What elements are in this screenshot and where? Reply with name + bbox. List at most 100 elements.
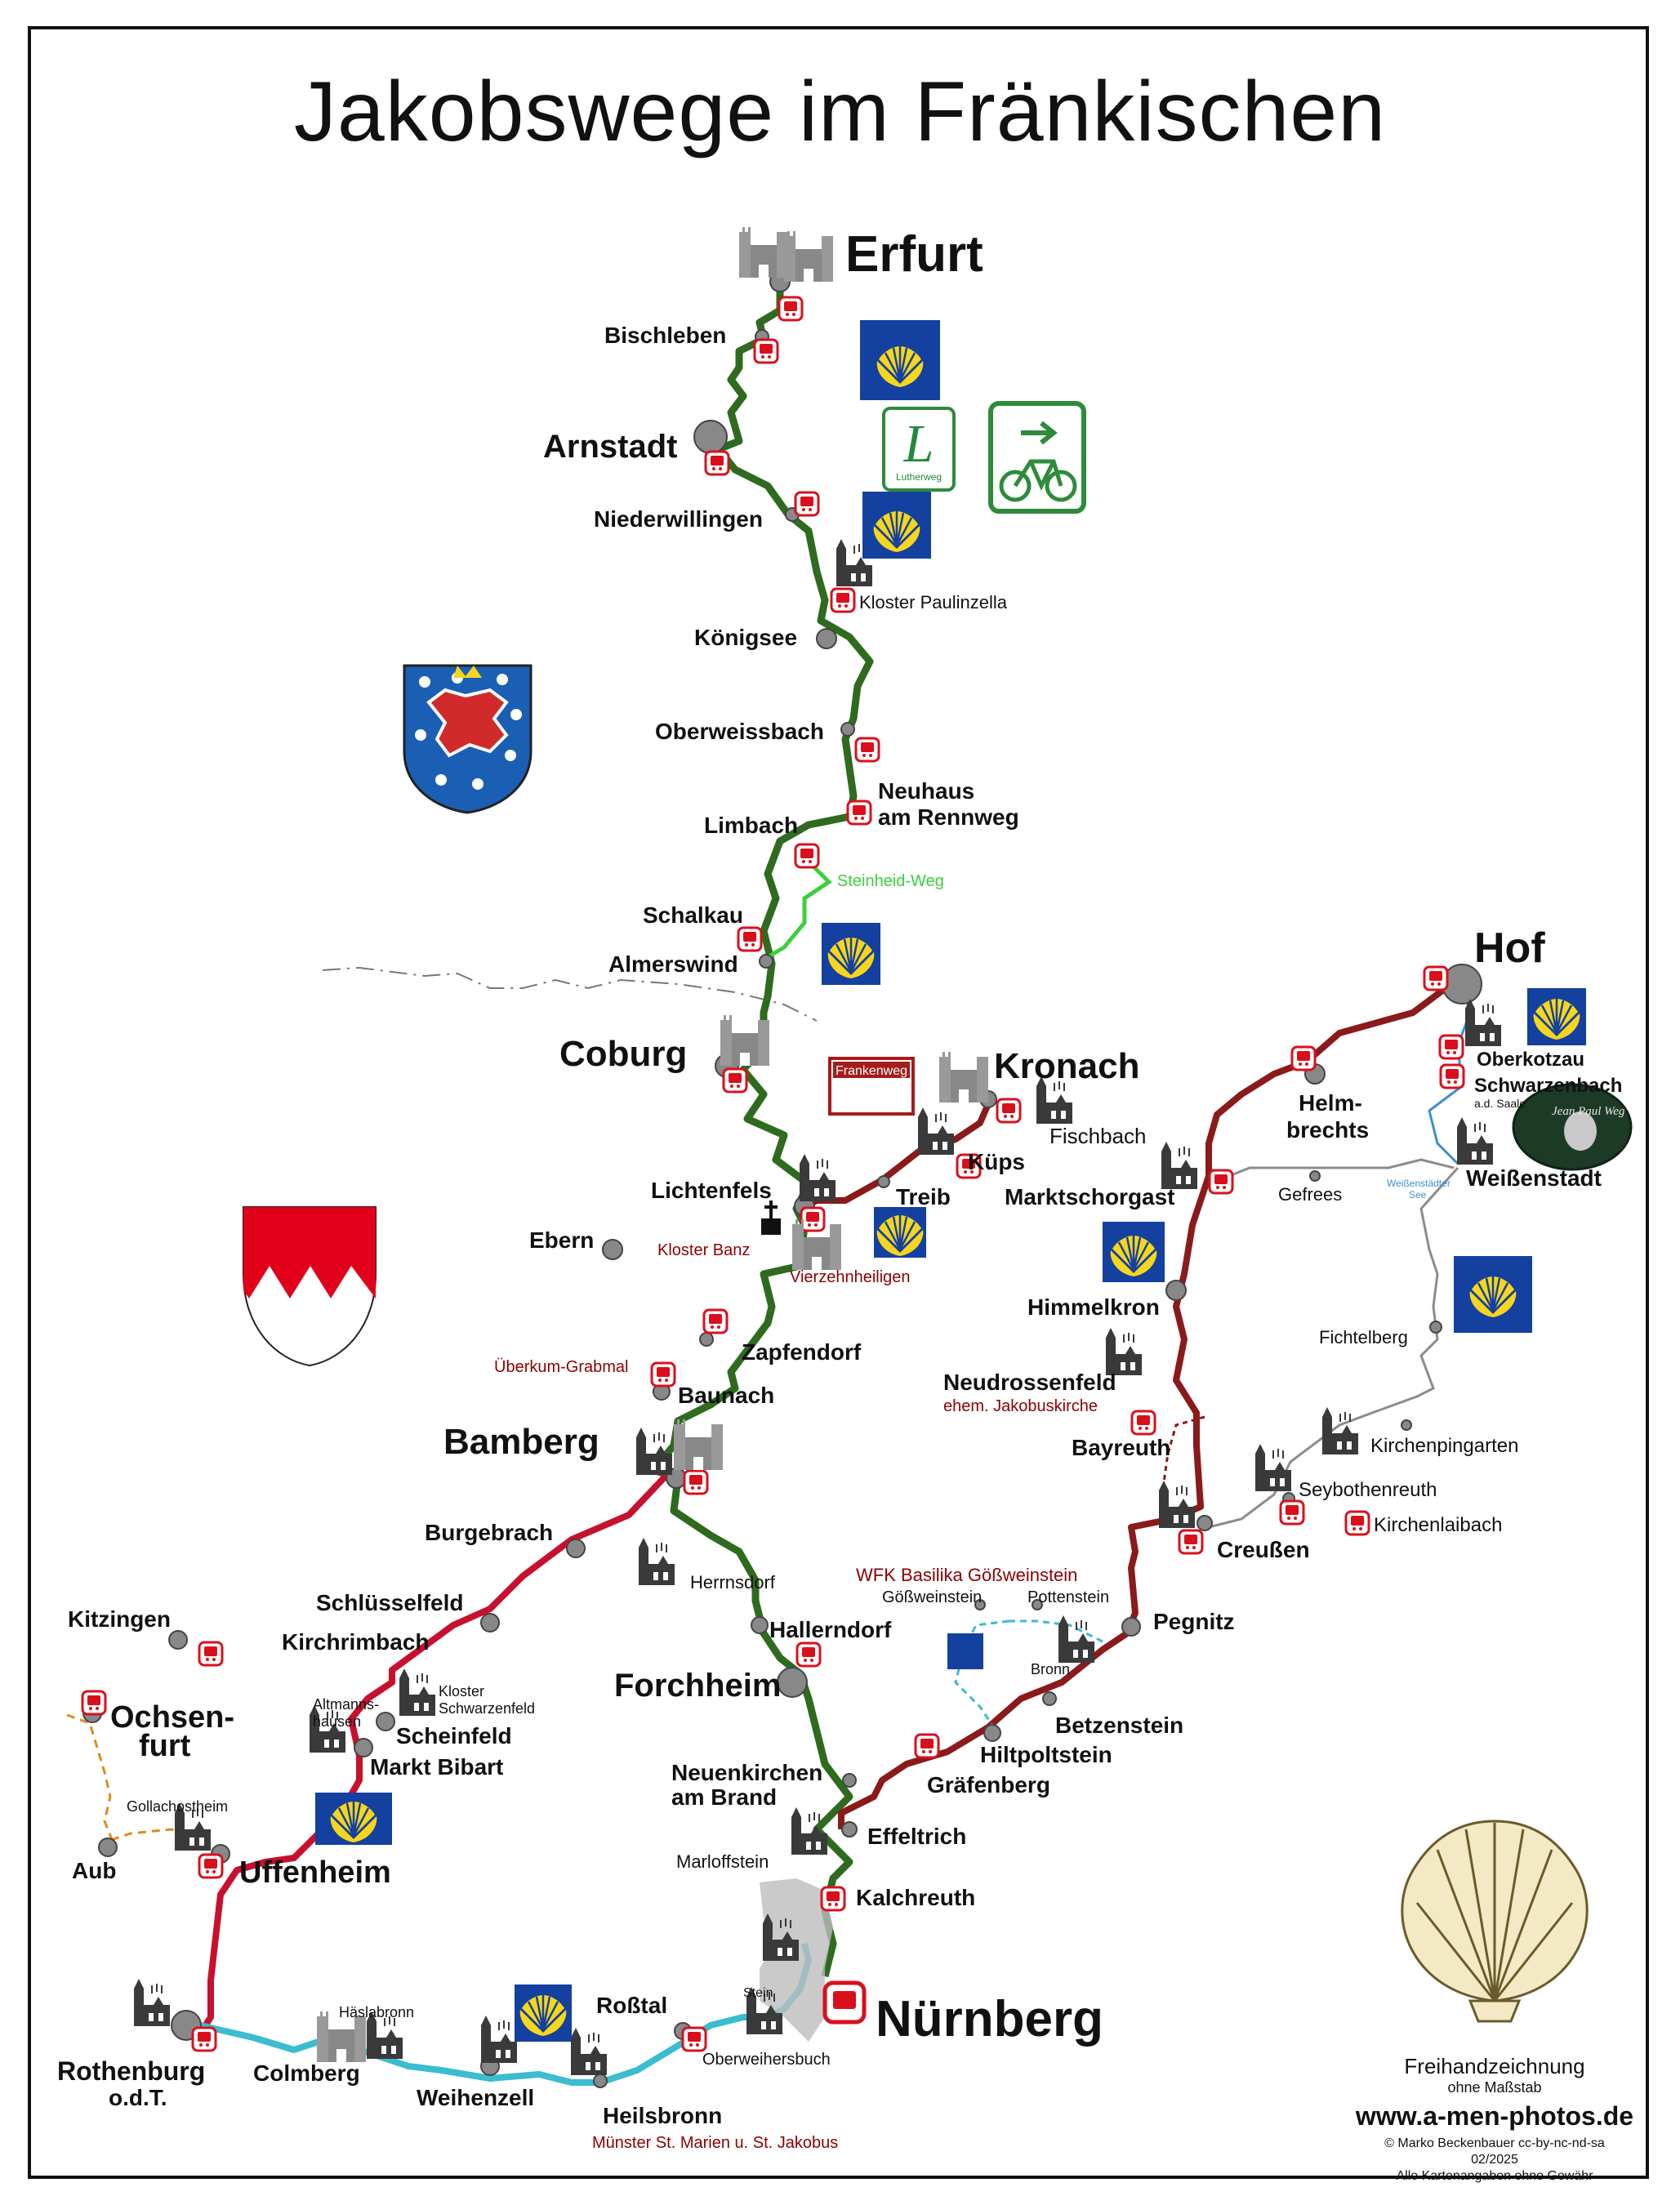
red-route-bamberg-rothenburg — [197, 1468, 674, 2036]
train-icon — [1423, 965, 1449, 991]
stop-hiltpoltstein — [983, 1724, 1001, 1742]
train-icon — [846, 800, 872, 826]
label-neuhaus-1: Neuhaus — [878, 778, 974, 804]
gefrees-route — [1208, 1158, 1455, 1186]
label-zapfendorf: Zapfendorf — [742, 1339, 862, 1365]
scallop-shell-drawing — [1401, 1820, 1589, 2023]
train-icon — [914, 1733, 940, 1759]
train-icon — [681, 2026, 707, 2052]
train-icon — [820, 1886, 846, 1912]
map-frame — [28, 26, 1649, 2179]
label-bronn: Bronn — [1031, 1661, 1070, 1677]
label-kueps: Küps — [968, 1149, 1025, 1174]
cross-icon — [764, 1200, 778, 1218]
train-icon — [778, 296, 804, 322]
credit-line2: ohne Maßstab — [1447, 2079, 1542, 2096]
label-kirchenpingarten: Kirchenpingarten — [1370, 1435, 1518, 1457]
shell-badges — [315, 320, 1586, 2042]
train-icon — [704, 450, 730, 476]
train-icon — [683, 1469, 709, 1495]
castle-icon — [784, 231, 833, 282]
credits-block: Freihandzeichnung ohne Maßstab www.a-men… — [1323, 2054, 1666, 2184]
castle-icon — [720, 1015, 769, 1066]
cross-icon — [761, 1218, 781, 1235]
label-hiltpoltstein: Hiltpoltstein — [980, 1742, 1112, 1767]
label-rothenburg-2: o.d.T. — [109, 2085, 167, 2110]
label-gollachostheim: Gollachostheim — [127, 1798, 228, 1815]
green-route-erfurt-nuernberg — [649, 278, 874, 1978]
label-oberweihersbuch: Oberweihersbuch — [702, 2051, 831, 2069]
train-icon — [795, 1642, 822, 1668]
label-oberweissbach: Oberweissbach — [655, 719, 824, 744]
label-pegnitz: Pegnitz — [1153, 1609, 1235, 1634]
church-icon — [1464, 998, 1502, 1047]
stop-kitzingen — [168, 1630, 188, 1650]
train-icon — [81, 1690, 107, 1716]
credit-line1: Freihandzeichnung — [1404, 2054, 1585, 2078]
stop-goessweinstein — [974, 1599, 986, 1610]
label-altmannshausen-2: hausen — [313, 1713, 361, 1730]
label-himmelkron: Himmelkron — [1027, 1294, 1160, 1320]
label-nuernberg: Nürnberg — [876, 1991, 1103, 2047]
stop-zapfendorf — [699, 1332, 714, 1347]
label-markt-bibart: Markt Bibart — [370, 1754, 503, 1780]
label-neuhaus-2: am Rennweg — [878, 804, 1019, 830]
label-neudrossenfeld: Neudrossenfeld — [943, 1370, 1116, 1395]
label-schluesselfeld: Schlüsselfeld — [316, 1590, 464, 1615]
label-baunach: Baunach — [678, 1383, 774, 1408]
label-bamberg: Bamberg — [443, 1422, 599, 1462]
church-icon — [399, 1668, 436, 1717]
label-niederwillingen: Niederwillingen — [594, 506, 763, 532]
label-koenigsee: Königsee — [694, 625, 797, 650]
svg-text:L: L — [903, 414, 934, 474]
label-marktschorgast: Marktschorgast — [1005, 1184, 1175, 1209]
label-kloster-paulinzella: Kloster Paulinzella — [859, 592, 1008, 612]
jean-paul-weg-badge: Jean Paul Weg — [1512, 1083, 1633, 1171]
label-herrnsdorf: Herrnsdorf — [690, 1572, 776, 1592]
label-kloster-schwarzenfeld-2: Schwarzenfeld — [439, 1700, 535, 1717]
label-neuenkirchen-2: am Brand — [671, 1784, 777, 1810]
label-kalchreuth: Kalchreuth — [856, 1885, 975, 1910]
label-graefenberg: Gräfenberg — [927, 1772, 1050, 1797]
train-icon — [794, 843, 820, 869]
label-creussen: Creußen — [1217, 1537, 1310, 1562]
darkred-route-hof-nuernberg — [838, 973, 1464, 1829]
shell-badge — [947, 1633, 983, 1669]
frankenweg-sign: Frankenweg — [828, 1057, 915, 1116]
label-burgebrach: Burgebrach — [425, 1520, 553, 1545]
stop-pegnitz — [1121, 1617, 1141, 1637]
credit-date: 02/2025 — [1471, 2153, 1518, 2167]
label-lichtenfels: Lichtenfels — [651, 1178, 772, 1203]
label-muenster: Münster St. Marien u. St. Jakobus — [592, 2134, 838, 2152]
stop-pottenstein — [1032, 1599, 1043, 1610]
steinheid-route — [762, 856, 832, 962]
label-schalkau: Schalkau — [643, 902, 743, 928]
label-ebern: Ebern — [529, 1227, 594, 1253]
church-icon — [1058, 1615, 1095, 1664]
church-icon — [480, 2015, 518, 2064]
label-kloster-banz: Kloster Banz — [657, 1241, 750, 1259]
castle-icon — [674, 1419, 723, 1470]
credit-url[interactable]: www.a-men-photos.de — [1355, 2101, 1634, 2131]
label-limbach: Limbach — [704, 813, 798, 838]
stop-fichtelberg — [1429, 1321, 1442, 1334]
stop-hallerndorf — [751, 1616, 769, 1634]
stop-heilsbronn — [593, 2074, 608, 2088]
label-kitzingen: Kitzingen — [68, 1606, 171, 1632]
train-icon — [996, 1098, 1022, 1124]
label-weihenzell: Weihenzell — [417, 2085, 534, 2110]
stop-arnstadt — [693, 420, 728, 454]
train-icon — [650, 1361, 676, 1388]
label-marloffstein: Marloffstein — [676, 1851, 769, 1872]
stop-creussen — [1196, 1515, 1213, 1531]
label-uffenheim: Uffenheim — [239, 1855, 391, 1890]
label-ochsenfurt-2: furt — [139, 1729, 191, 1763]
stop-neuenkirchen — [842, 1773, 857, 1788]
train-icon — [753, 338, 779, 364]
label-oberkotzau: Oberkotzau — [1477, 1049, 1584, 1071]
stop-burgebrach — [566, 1539, 586, 1558]
stops — [82, 271, 1482, 2088]
label-forchheim: Forchheim — [614, 1668, 781, 1704]
stop-schluesselfeld — [480, 1613, 500, 1633]
